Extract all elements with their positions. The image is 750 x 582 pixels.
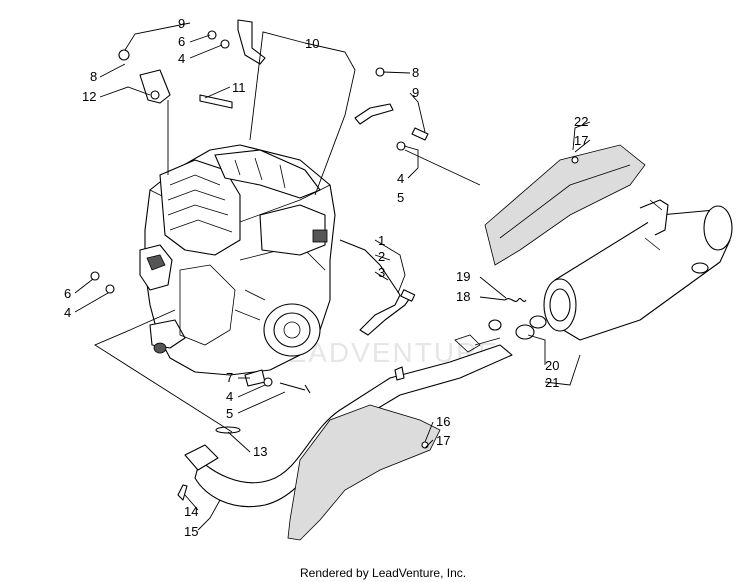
callout-21: 21 (545, 375, 559, 390)
callout-8: 8 (90, 69, 97, 84)
callout-4: 4 (397, 171, 404, 186)
muffler (529, 199, 733, 341)
exhaust-seal (488, 319, 502, 331)
bracket-upper-left (118, 49, 233, 109)
exhaust-pipe (184, 334, 513, 508)
heat-shield-upper (484, 144, 646, 266)
callout-19: 19 (456, 269, 470, 284)
bracket-10-left (207, 19, 266, 65)
footer-credit: Rendered by LeadVenture, Inc. (300, 566, 466, 580)
callout-6: 6 (178, 34, 185, 49)
engine-assembly (139, 144, 336, 376)
callout-13: 13 (253, 444, 267, 459)
callout-8: 8 (412, 65, 419, 80)
bolt-14 (177, 484, 188, 501)
callout-4: 4 (178, 51, 185, 66)
callout-9: 9 (178, 16, 185, 31)
callout-15: 15 (184, 524, 198, 539)
callout-7: 7 (226, 370, 233, 385)
callout-4: 4 (226, 389, 233, 404)
spring (504, 298, 527, 302)
wire-harness (339, 239, 413, 336)
callout-9: 9 (412, 85, 419, 100)
callout-5: 5 (226, 406, 233, 421)
bracket-10-right (354, 67, 481, 186)
callout-labels: 9 6 4 10 8 12 11 8 9 4 5 22 17 1 2 3 19 … (64, 16, 588, 539)
callout-16: 16 (436, 414, 450, 429)
manifold-gasket (215, 426, 241, 434)
callout-11: 11 (232, 80, 246, 95)
callout-17: 17 (574, 133, 588, 148)
callout-17: 17 (436, 433, 450, 448)
exhaust-gasket (515, 324, 535, 340)
callout-12: 12 (82, 89, 96, 104)
callout-6: 6 (64, 286, 71, 301)
callout-2: 2 (378, 249, 385, 264)
callout-1: 1 (378, 233, 385, 248)
callout-3: 3 (378, 265, 385, 280)
shield-screw (571, 156, 579, 164)
harness-connector (400, 289, 416, 302)
leader-lines (74, 22, 591, 531)
callout-20: 20 (545, 358, 559, 373)
callout-10: 10 (305, 36, 319, 51)
fastener-group-left (90, 271, 311, 394)
callout-18: 18 (456, 289, 470, 304)
callout-14: 14 (184, 504, 198, 519)
heat-shield-lower (287, 404, 441, 541)
callout-22: 22 (574, 114, 588, 129)
lower-shield-screw (421, 441, 429, 449)
callout-5: 5 (397, 190, 404, 205)
callout-4: 4 (64, 305, 71, 320)
